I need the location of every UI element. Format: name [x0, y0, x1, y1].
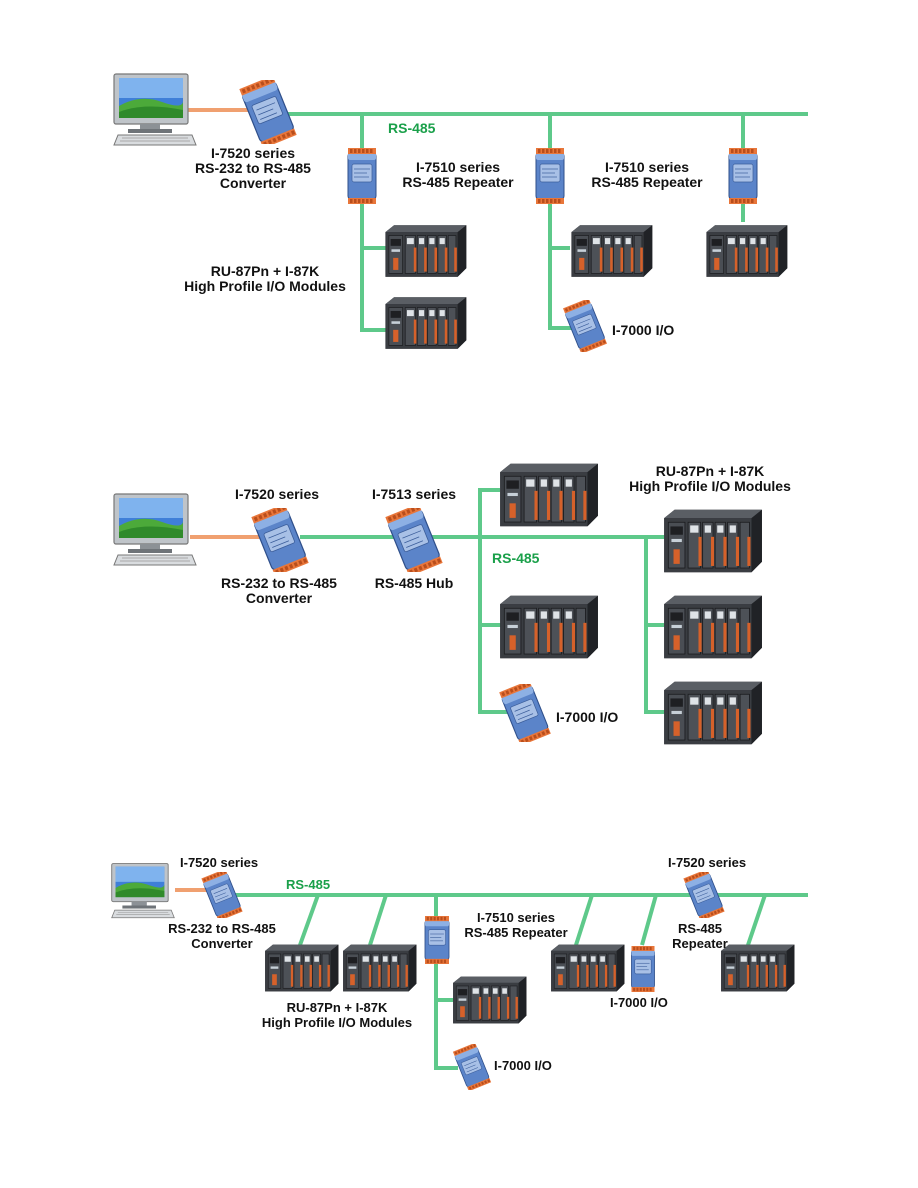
computer-icon: [113, 493, 197, 566]
repeater-module-icon: [728, 148, 758, 204]
io-rack-icon: [663, 509, 763, 573]
diagram-3: [111, 863, 808, 1090]
converter-label: RS-232 to RS-485 Converter: [154, 921, 290, 951]
converter-series-label: I-7520 series: [180, 855, 259, 870]
bus-label: RS-485: [492, 550, 540, 566]
i7000-module-icon: [631, 946, 655, 992]
label-line: High Profile I/O Modules: [184, 278, 346, 294]
label-line: Repeater: [672, 936, 728, 951]
diagram-1: [113, 73, 808, 352]
label-line: RS-485 Repeater: [464, 925, 568, 940]
label-line: RS-232 to RS-485: [195, 160, 311, 176]
computer-icon: [113, 73, 197, 146]
io-rack-icon: [550, 944, 625, 992]
io-rack-icon: [705, 224, 788, 278]
repeater-module-icon: [347, 148, 377, 204]
i7000-label: I-7000 I/O: [612, 322, 675, 338]
rs485-bus: [280, 112, 808, 332]
io-rack-icon: [663, 681, 763, 745]
io-modules-label: RU-87Pn + I-87K High Profile I/O Modules: [600, 464, 820, 494]
repeater-label: I-7510 series RS-485 Repeater: [452, 910, 580, 940]
bus-label: RS-485: [286, 877, 331, 892]
label-line: RS-232 to RS-485: [168, 921, 276, 936]
label-line: RU-87Pn + I-87K: [210, 263, 320, 279]
converter-label: RS-232 to RS-485 Converter: [204, 576, 354, 606]
hub-module-icon: [384, 508, 444, 572]
label-line: Converter: [219, 175, 287, 191]
diagram-2: [113, 463, 763, 745]
io-rack-icon: [384, 296, 467, 350]
repeater-series-label: I-7520 series: [668, 855, 747, 870]
hub-label: RS-485 Hub: [374, 575, 454, 591]
repeater-label: I-7510 series RS-485 Repeater: [388, 160, 528, 190]
label-line: I-7510 series: [476, 910, 556, 925]
computer-icon: [111, 863, 175, 919]
io-modules-label: RU-87Pn + I-87K High Profile I/O Modules: [246, 1000, 428, 1030]
converter-series-label: I-7520 series: [234, 486, 320, 502]
label-line: I-7520 series: [210, 145, 296, 161]
rs485-bus: [300, 488, 666, 714]
io-rack-icon: [570, 224, 653, 278]
label-line: RS-232 to RS-485: [221, 575, 337, 591]
label-line: RS-485 Repeater: [402, 174, 514, 190]
i7000-module-icon: [452, 1044, 492, 1090]
io-rack-icon: [663, 595, 763, 659]
io-rack-icon: [452, 976, 527, 1024]
label-line: I-7510 series: [415, 159, 501, 175]
label-line: RU-87Pn + I-87K: [655, 463, 765, 479]
repeater-module-icon: [535, 148, 565, 204]
io-rack-icon: [264, 944, 339, 992]
label-line: High Profile I/O Modules: [261, 1015, 413, 1030]
hub-series-label: I-7513 series: [371, 486, 457, 502]
io-modules-label: RU-87Pn + I-87K High Profile I/O Modules: [168, 264, 362, 294]
converter-label: I-7520 series RS-232 to RS-485 Converter: [178, 146, 328, 191]
label-line: Converter: [191, 936, 253, 951]
i7000-label: I-7000 I/O: [556, 709, 619, 725]
repeater-label: I-7510 series RS-485 Repeater: [577, 160, 717, 190]
io-rack-icon: [342, 944, 417, 992]
repeater-label: RS-485 Repeater: [660, 921, 740, 951]
repeater-module-icon: [424, 916, 450, 964]
bus-label: RS-485: [388, 120, 436, 136]
io-rack-icon: [720, 944, 795, 992]
label-line: RS-485 Repeater: [591, 174, 703, 190]
i7000-label: I-7000 I/O: [610, 995, 668, 1010]
label-line: RU-87Pn + I-87K: [286, 1000, 388, 1015]
label-line: I-7510 series: [604, 159, 690, 175]
io-rack-icon: [499, 463, 599, 527]
io-rack-icon: [499, 595, 599, 659]
label-line: Converter: [245, 590, 313, 606]
label-line: High Profile I/O Modules: [629, 478, 791, 494]
io-rack-icon: [384, 224, 467, 278]
converter-module-icon: [250, 508, 310, 572]
label-line: RS-485: [677, 921, 723, 936]
i7000-label: I-7000 I/O: [494, 1058, 552, 1073]
